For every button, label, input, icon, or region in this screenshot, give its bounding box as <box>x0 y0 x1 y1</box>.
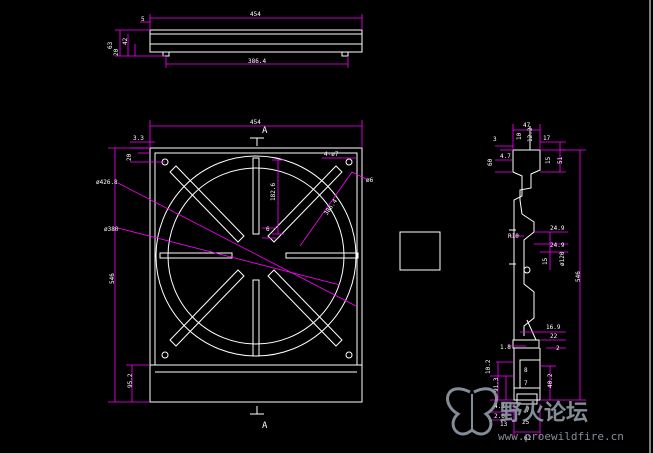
section-mark-top: A <box>262 126 268 136</box>
sec-dim-y: 2.6 <box>494 413 505 420</box>
sec-dim-b: 10 <box>516 132 523 140</box>
watermark-url-text: www.proewildfire.cn <box>498 430 624 443</box>
front-width-label: 454 <box>250 119 261 126</box>
sec-dim-k: 24.9 <box>550 242 565 249</box>
corner-hole-tr <box>345 158 353 166</box>
sec-dim-ab: 25 <box>522 419 530 426</box>
front-bottom-label: 95.2 <box>127 373 134 388</box>
sec-dim-ac: 62 <box>524 435 532 442</box>
forum-watermark: 野火论坛 www.proewildfire.cn <box>446 387 624 443</box>
small-dim-label: 6 <box>266 226 270 233</box>
sec-dim-u: 40.2 <box>547 373 554 388</box>
front-height-label: 546 <box>109 273 116 284</box>
sec-dim-aa: 7 <box>526 407 530 414</box>
sec-dim-i: R10 <box>508 233 519 240</box>
top-view-dimensions <box>115 14 363 68</box>
sec-dim-n: 546 <box>575 271 582 282</box>
sec-dim-c: 12.2 <box>527 127 534 142</box>
sec-dim-v: 7 <box>524 380 528 387</box>
top-subheight-a-label: 42 <box>122 37 129 45</box>
sec-dim-g: 15 <box>545 156 552 164</box>
section-view-geometry <box>509 126 541 405</box>
sec-dim-t: 91.3 <box>493 377 500 392</box>
sec-dim-x: 4.2 <box>494 403 505 410</box>
top-view-geometry <box>149 29 363 57</box>
sec-dim-r: 2 <box>556 345 560 352</box>
top-height-label: 63 <box>107 41 114 49</box>
section-view: 47 3 10 12.2 60 4.7 17 15 51 R10 24.9 24… <box>485 122 586 442</box>
sec-dim-s: 10.2 <box>485 359 492 374</box>
sec-dim-q: 22 <box>550 333 558 340</box>
rib-length-label: 182.6 <box>270 183 277 201</box>
detail-square <box>399 231 441 271</box>
section-mark-bottom: A <box>262 421 268 431</box>
front-view-dimensions <box>108 120 369 403</box>
sec-dim-f: 17 <box>543 135 551 142</box>
butterfly-logo-icon <box>446 387 498 436</box>
sec-dim-h: 51 <box>557 156 564 164</box>
sec-dim-w: 8 <box>524 367 528 374</box>
hole-dia-label: ø6 <box>366 177 374 184</box>
section-arrow-bottom <box>250 406 264 415</box>
top-subheight-b-label: 20 <box>113 48 120 56</box>
top-left-offset-label: 5 <box>141 16 145 23</box>
sec-dim-z: 13 <box>500 421 508 428</box>
sec-dim-a: 3 <box>493 136 497 143</box>
sec-top-width: 47 <box>523 122 531 129</box>
watermark-cn-text: 野火论坛 <box>500 400 588 426</box>
sec-dim-l: 15 <box>542 257 549 265</box>
top-width-label: 454 <box>250 11 261 18</box>
sec-dim-p: 1.8 <box>500 344 511 351</box>
hole-note-label: 4-ø7 <box>324 151 339 158</box>
section-arrow-top <box>250 137 264 146</box>
corner-hole-bl <box>161 351 169 359</box>
sec-dim-e: 4.7 <box>500 153 511 160</box>
front-left-offset-label: 3.3 <box>133 135 144 142</box>
sec-dim-m: ø120 <box>559 251 566 266</box>
front-view-geometry <box>149 147 363 403</box>
front-top-offset-label: 20 <box>126 153 133 161</box>
top-view: 454 5 63 42 20 386.4 <box>107 11 363 68</box>
top-foot-span-label: 386.4 <box>248 58 266 65</box>
corner-hole-br <box>345 351 353 359</box>
inner-circle <box>167 167 345 345</box>
sec-dim-j: 24.9 <box>550 225 565 232</box>
circle-outer-label: ø426.8 <box>96 179 118 186</box>
section-view-dimensions <box>490 124 586 438</box>
sec-dim-o: 16.9 <box>546 324 561 331</box>
sec-dim-d: 60 <box>487 158 494 166</box>
front-view: 454 A A 3.3 20 ø426.8 ø380 182.6 386.4 6… <box>96 119 374 431</box>
circle-inner-label: ø380 <box>104 226 119 233</box>
panel-outline <box>149 147 363 403</box>
